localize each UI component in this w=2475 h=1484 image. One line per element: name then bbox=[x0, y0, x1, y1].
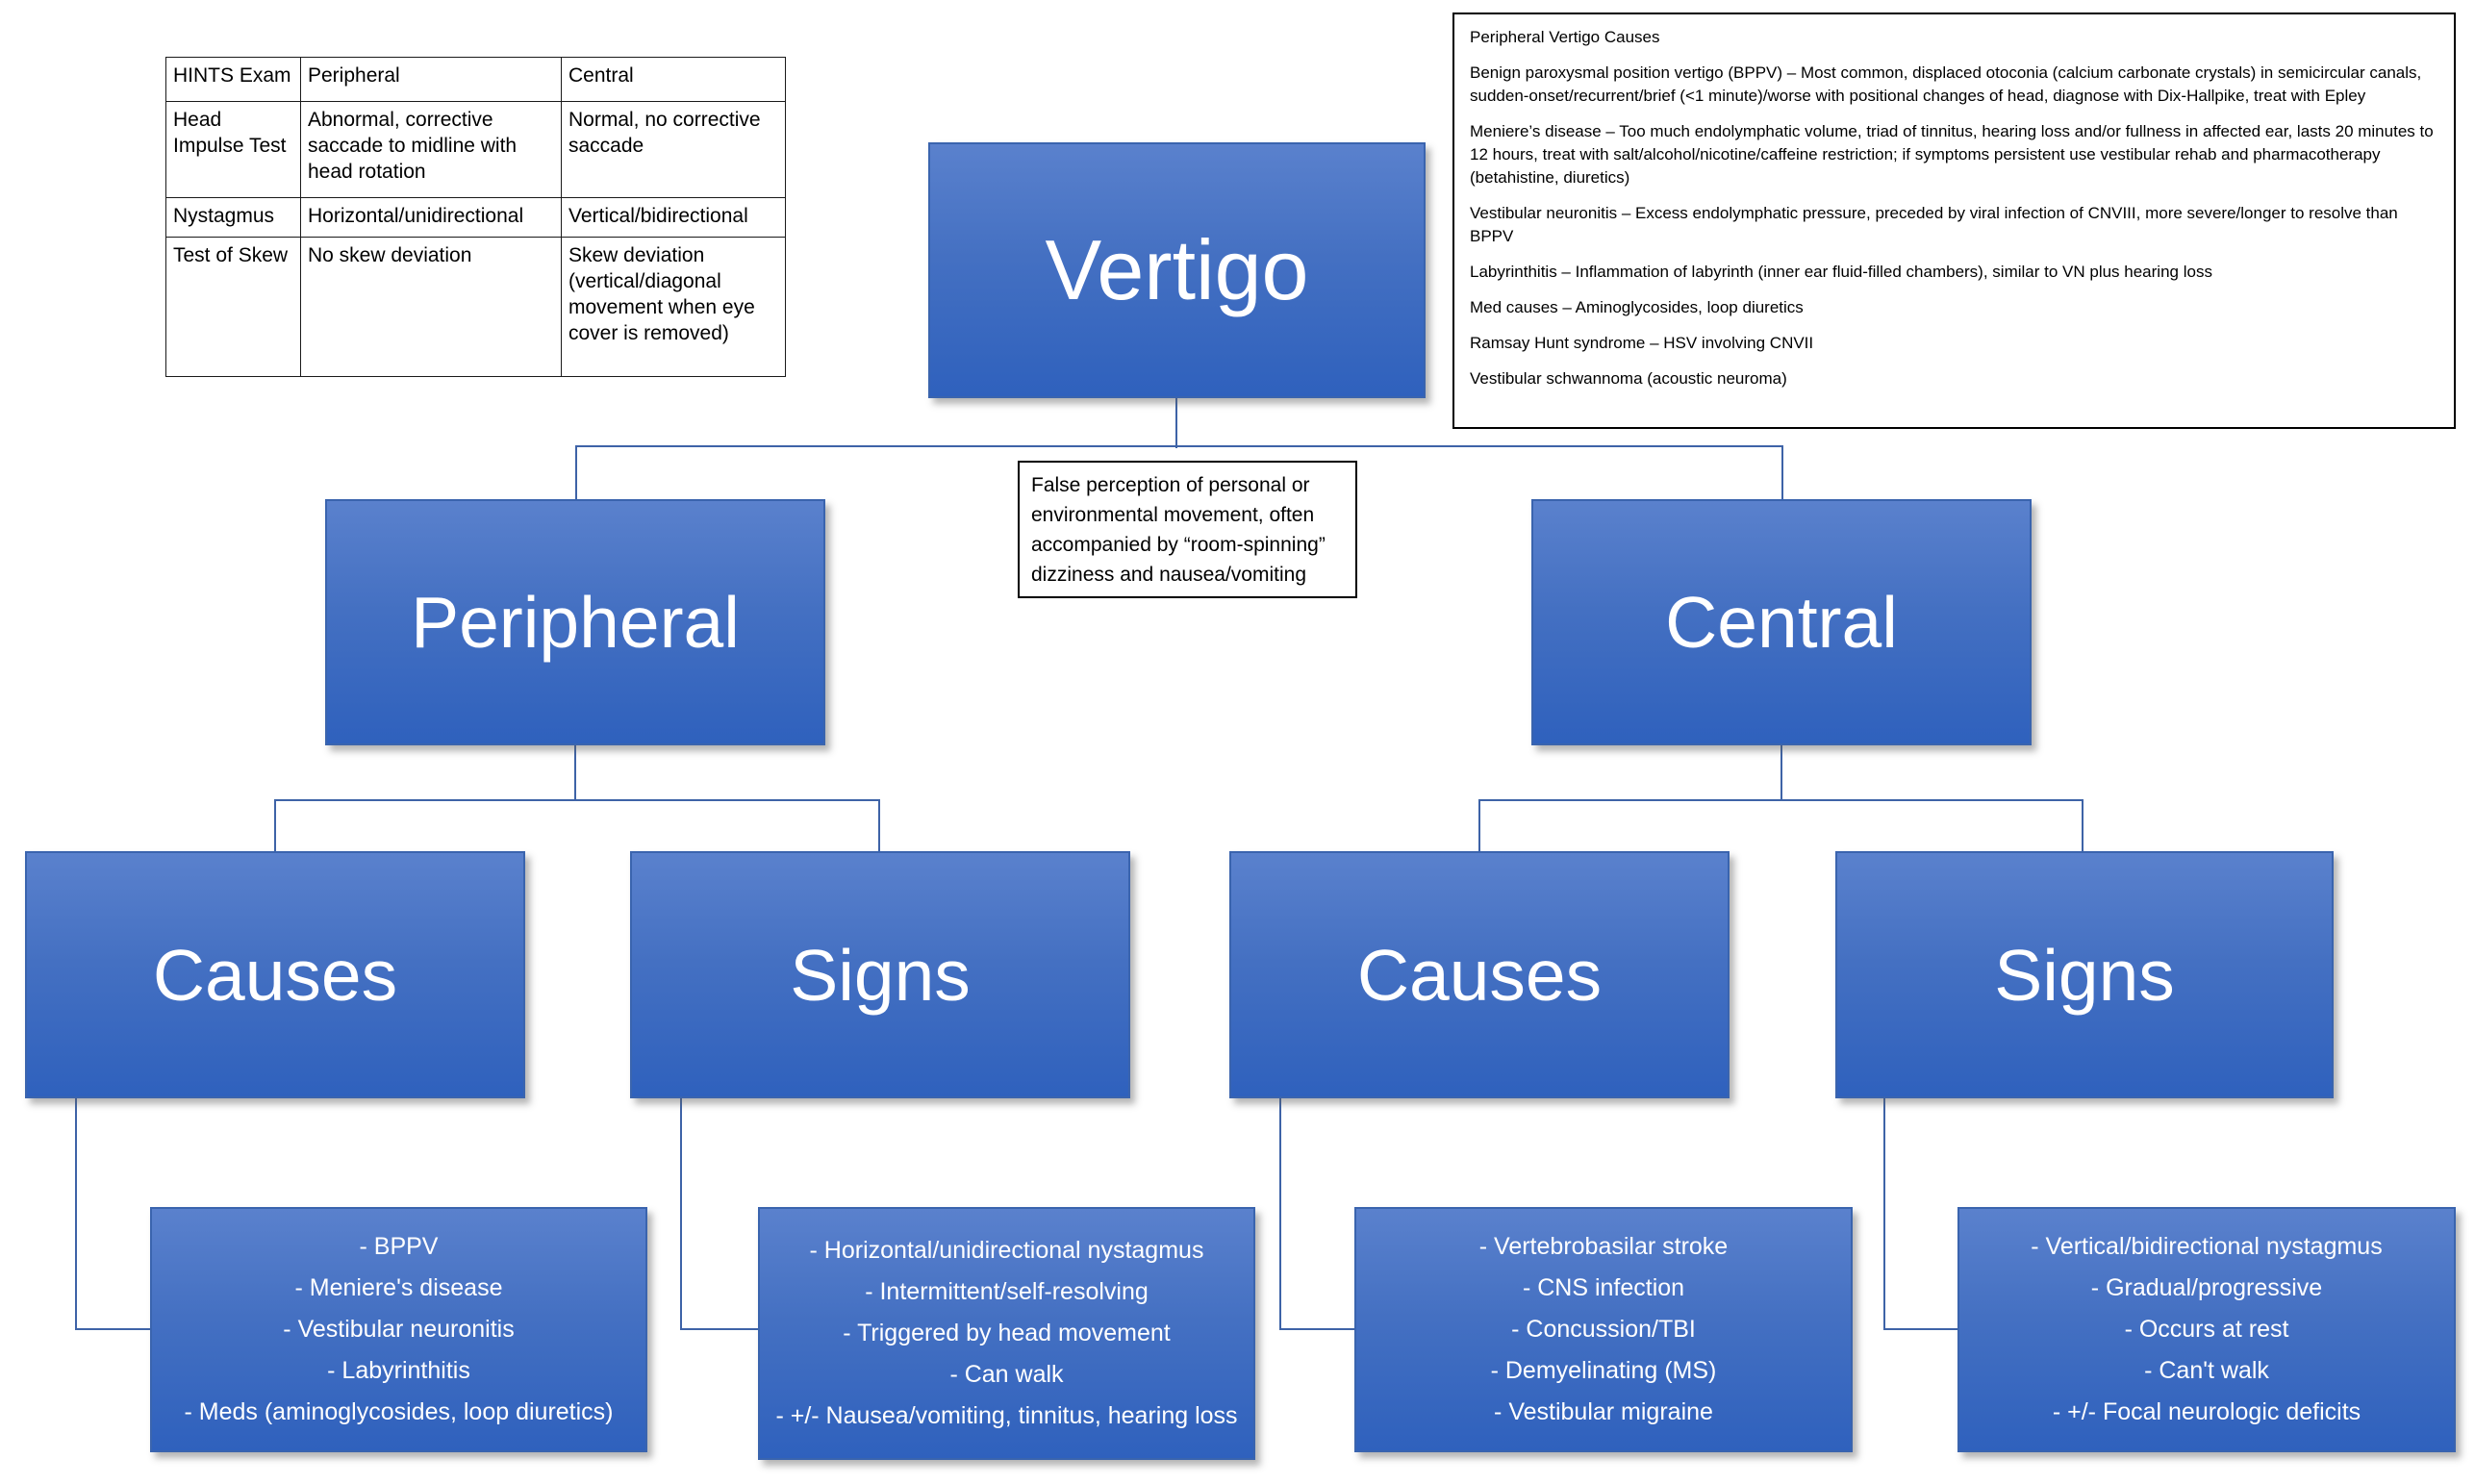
connector-top-horizontal bbox=[575, 445, 1783, 447]
list-item: - Can walk bbox=[949, 1361, 1064, 1388]
connector-peripheral-horizontal bbox=[274, 799, 880, 801]
table-cell: Head Impulse Test bbox=[165, 101, 301, 198]
peripheral-causes-note: Peripheral Vertigo Causes Benign paroxys… bbox=[1452, 13, 2456, 429]
list-item: - Intermittent/self-resolving bbox=[865, 1278, 1149, 1305]
node-peripheral-signs: Signs bbox=[630, 851, 1130, 1098]
table-cell: Skew deviation (vertical/diagonal moveme… bbox=[561, 237, 786, 377]
list-item: - +/- Focal neurologic deficits bbox=[2052, 1398, 2361, 1425]
node-peripheral: Peripheral bbox=[325, 499, 825, 745]
connector-csigns-list-v bbox=[1883, 1098, 1885, 1330]
connector-pcauses-list-v bbox=[75, 1098, 77, 1330]
node-label: Signs bbox=[790, 934, 971, 1016]
node-central: Central bbox=[1531, 499, 2032, 745]
peripheral-causes-list: - BPPV - Meniere's disease - Vestibular … bbox=[150, 1207, 647, 1452]
node-central-signs: Signs bbox=[1835, 851, 2334, 1098]
note-paragraph: Meniere’s disease – Too much endolymphat… bbox=[1470, 122, 2434, 187]
connector-csigns-list-h bbox=[1883, 1328, 1959, 1330]
table-row: Head Impulse Test Abnormal, corrective s… bbox=[165, 101, 786, 198]
note-paragraph: Vestibular schwannoma (acoustic neuroma) bbox=[1470, 369, 1787, 388]
table-header-cell: HINTS Exam bbox=[165, 57, 301, 102]
connector-central-horizontal bbox=[1478, 799, 2084, 801]
note-title: Peripheral Vertigo Causes bbox=[1470, 28, 1660, 46]
table-row: Test of Skew No skew deviation Skew devi… bbox=[165, 237, 786, 377]
connector-peripheral-signs-drop bbox=[878, 799, 880, 853]
list-item: - BPPV bbox=[359, 1233, 439, 1260]
connector-ccauses-list-h bbox=[1279, 1328, 1356, 1330]
list-item: - CNS infection bbox=[1522, 1274, 1685, 1301]
node-peripheral-causes: Causes bbox=[25, 851, 525, 1098]
connector-central-signs-drop bbox=[2082, 799, 2084, 853]
node-label: Causes bbox=[152, 934, 398, 1016]
list-item: - Can't walk bbox=[2144, 1357, 2269, 1384]
connector-psigns-list-v bbox=[680, 1098, 682, 1330]
list-item: - +/- Nausea/vomiting, tinnitus, hearing… bbox=[775, 1402, 1238, 1429]
peripheral-signs-list: - Horizontal/unidirectional nystagmus - … bbox=[758, 1207, 1255, 1460]
list-item: - Triggered by head movement bbox=[843, 1320, 1171, 1346]
table-cell: No skew deviation bbox=[300, 237, 562, 377]
list-item: - Vestibular neuronitis bbox=[283, 1316, 515, 1343]
node-vertigo: Vertigo bbox=[928, 142, 1426, 398]
note-paragraph: Ramsay Hunt syndrome – HSV involving CNV… bbox=[1470, 334, 1814, 352]
node-label: Signs bbox=[1994, 934, 2175, 1016]
connector-peripheral-causes-drop bbox=[274, 799, 276, 853]
table-header-cell: Peripheral bbox=[300, 57, 562, 102]
list-item: - Horizontal/unidirectional nystagmus bbox=[809, 1237, 1204, 1264]
vertigo-definition-note: False perception of personal or environm… bbox=[1018, 461, 1357, 598]
table-cell: Nystagmus bbox=[165, 197, 301, 238]
hints-exam-table: HINTS Exam Peripheral Central Head Impul… bbox=[165, 57, 786, 377]
table-header-row: HINTS Exam Peripheral Central bbox=[165, 57, 786, 102]
table-header-cell: Central bbox=[561, 57, 786, 102]
list-item: - Gradual/progressive bbox=[2090, 1274, 2323, 1301]
list-item: - Occurs at rest bbox=[2124, 1316, 2289, 1343]
note-paragraph: Benign paroxysmal position vertigo (BPPV… bbox=[1470, 63, 2422, 105]
table-cell: Test of Skew bbox=[165, 237, 301, 377]
note-paragraph: Labyrinthitis – Inflammation of labyrint… bbox=[1470, 263, 2212, 281]
list-item: - Vertebrobasilar stroke bbox=[1478, 1233, 1729, 1260]
list-item: - Vestibular migraine bbox=[1494, 1398, 1713, 1425]
connector-vertigo-stem bbox=[1175, 398, 1177, 448]
node-central-causes: Causes bbox=[1229, 851, 1730, 1098]
table-cell: Vertical/bidirectional bbox=[561, 197, 786, 238]
connector-peripheral-stem bbox=[574, 745, 576, 801]
list-item: - Vertical/bidirectional nystagmus bbox=[2031, 1233, 2383, 1260]
list-item: - Concussion/TBI bbox=[1511, 1316, 1696, 1343]
connector-psigns-list-h bbox=[680, 1328, 760, 1330]
table-cell: Horizontal/unidirectional bbox=[300, 197, 562, 238]
central-causes-list: - Vertebrobasilar stroke - CNS infection… bbox=[1354, 1207, 1853, 1452]
table-cell: Abnormal, corrective saccade to midline … bbox=[300, 101, 562, 198]
note-paragraph: Med causes – Aminoglycosides, loop diure… bbox=[1470, 298, 1804, 316]
central-signs-list: - Vertical/bidirectional nystagmus - Gra… bbox=[1957, 1207, 2456, 1452]
note-paragraph: Vestibular neuronitis – Excess endolymph… bbox=[1470, 204, 2398, 245]
list-item: - Meniere's disease bbox=[294, 1274, 503, 1301]
connector-ccauses-list-v bbox=[1279, 1098, 1281, 1330]
node-label: Vertigo bbox=[1045, 222, 1309, 317]
connector-central-stem bbox=[1780, 745, 1782, 801]
table-row: Nystagmus Horizontal/unidirectional Vert… bbox=[165, 197, 786, 238]
connector-central-causes-drop bbox=[1478, 799, 1480, 853]
list-item: - Meds (aminoglycosides, loop diuretics) bbox=[184, 1398, 614, 1425]
list-item: - Labyrinthitis bbox=[327, 1357, 470, 1384]
definition-text: False perception of personal or environm… bbox=[1031, 474, 1326, 586]
node-label: Causes bbox=[1356, 934, 1603, 1016]
connector-pcauses-list-h bbox=[75, 1328, 152, 1330]
node-label: Peripheral bbox=[411, 582, 740, 663]
connector-peripheral-drop bbox=[575, 445, 577, 501]
table-cell: Normal, no corrective saccade bbox=[561, 101, 786, 198]
connector-central-drop bbox=[1781, 445, 1783, 501]
node-label: Central bbox=[1665, 582, 1898, 663]
list-item: - Demyelinating (MS) bbox=[1490, 1357, 1717, 1384]
